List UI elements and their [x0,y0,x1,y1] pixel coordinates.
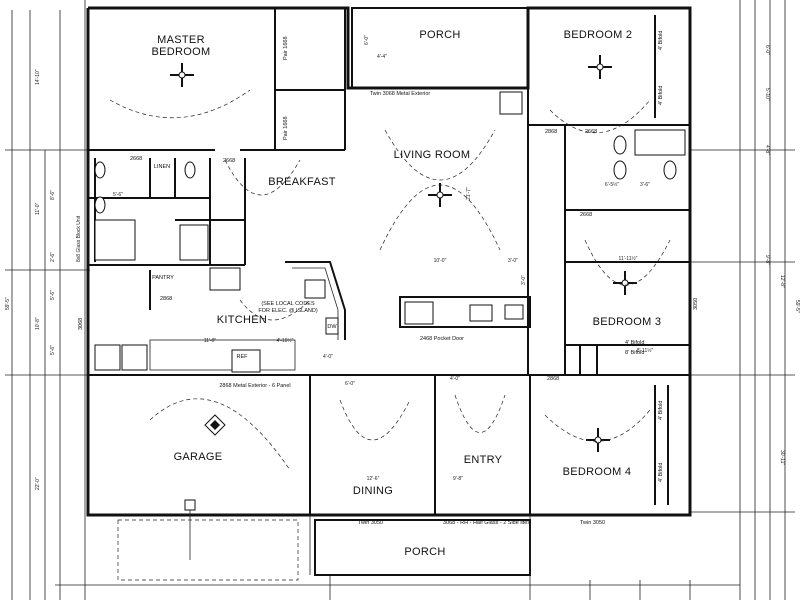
dim-right-9: 9'-8" [764,255,770,265]
dim-bath-5: 5'-6" [113,192,123,198]
note-pair-1668-a: Pair 1668 [283,36,289,60]
note-twin-metal-exterior: Twin 3068 Metal Exterior [370,91,431,97]
dim-hall-4: 4'-0" [450,376,460,382]
note-pocket-door: 2468 Pocket Door [420,336,464,342]
room-label-master-1: MASTER [157,34,205,46]
note-twin-3050-left: Twin 3050 [358,520,383,526]
ceiling-light-icon [204,414,226,436]
dim-right-12: 12'-8" [779,275,785,288]
dim-left-59: 59'-5" [5,297,11,310]
dim-left-5b: 5'-6" [50,345,56,355]
dim-left-14: 14'-10" [35,69,41,85]
room-label-master-2: BEDROOM [152,46,211,58]
dim-porch-4: 4'-4" [377,54,387,60]
note-door-3068: 3068 [78,318,84,330]
note-bifold-8: 8' Bifold [625,350,644,356]
kitchen-island [94,261,531,373]
dim-living-w: 10'-0" [434,258,447,264]
dim-living-w2: 3'-0" [508,258,518,264]
label-pantry: PANTRY [152,275,174,281]
note-metal-exterior-garage: 2868 Metal Exterior - 6 Panel [219,383,290,389]
room-label-kitchen: KITCHEN [217,314,267,326]
note-door-2668-c: 2668 [585,129,597,135]
note-door-2668-b: 2668 [223,158,235,164]
note-door-2868-b: 2868 [547,376,559,382]
room-label-porch-bottom: PORCH [404,546,445,558]
dim-left-2: 2'-6" [50,252,56,262]
note-door-2668-a: 2668 [130,156,142,162]
note-local-codes-2: FOR ELEC. @ ISLAND) [258,308,318,314]
fan-icon [170,63,194,87]
room-label-living-room: LIVING ROOM [394,149,471,161]
dim-kitchen-w2: 4'-10½" [277,337,294,344]
dim-entry-w: 9'-8" [453,476,463,482]
room-label-dining: DINING [353,485,393,497]
room-label-bedroom3: BEDROOM 3 [593,316,662,328]
glass-block-note: 8x8 Glass Block Unit [76,215,82,262]
dim-left-10: 10'-8" [35,317,41,330]
dim-bath-3: 3'-6" [640,182,650,188]
room-label-breakfast: BREAKFAST [268,176,336,188]
note-door-3050: 3050 [693,298,699,310]
note-bifold-d: 4' Bifold [658,463,664,482]
dim-hall-6: 6'-0" [345,381,355,387]
fan-icon [586,428,610,452]
note-bifold-b: 4' Bifold [658,86,664,105]
fan-icon [428,183,452,207]
note-bifold-e: 4' Bifold [625,340,644,346]
wiring-arcs [109,89,671,471]
dim-left-8: 8'-6" [50,190,56,200]
fan-icon [588,55,612,79]
note-door-2668-d: 2668 [580,212,592,218]
note-bifold-c: 4' Bifold [658,401,664,420]
dim-right-6: 6'-0" [764,45,770,55]
room-label-porch-top: PORCH [419,29,460,41]
exterior-walls [86,6,692,517]
note-door-2068: 2868 [160,296,172,302]
dimension-lines [5,0,795,600]
dim-dining-w: 12'-6" [367,476,380,482]
note-entry-door: 3068 - RH - Half Glass - 2 Side lites [443,520,530,526]
note-bifold-a: 4' Bifold [658,31,664,50]
dim-right-4: 4'-8" [764,145,770,155]
label-ref: REF [237,354,249,360]
room-label-entry: ENTRY [464,454,503,466]
dim-kitchen-w3: 4'-0" [323,354,333,360]
note-pair-1668-b: Pair 1668 [283,116,289,140]
interior-walls [88,8,690,515]
garage-door [117,499,299,581]
dim-porch-6: 6'-0" [364,35,370,45]
dim-liv-3: 3'-0" [521,275,527,285]
label-linen: LINEN [154,164,170,170]
note-door-2868-a: 2868 [545,129,557,135]
room-label-bedroom2: BEDROOM 2 [564,29,633,41]
dim-bed3-w2: 8'-11½" [637,347,654,354]
label-dw: DW [327,324,337,330]
dim-bath-6: 6'-5½" [605,181,619,188]
note-local-codes-1: (SEE LOCAL CODES [261,301,315,307]
dim-kitchen-w: 11'-0" [204,338,217,344]
room-label-bedroom4: BEDROOM 4 [563,466,632,478]
front-porch-outline [309,515,531,576]
dim-left-22: 22'-0" [35,477,41,490]
fan-icon [613,271,637,295]
dim-right-30: 30'-11" [779,450,785,465]
bath-fixtures [94,91,686,261]
dim-left-5: 5'-6" [50,290,56,300]
dim-bed3-w: 11'-11½" [619,255,638,262]
dim-left-11: 11'-0" [35,202,41,215]
dim-liv-21: 21'-7" [466,187,472,200]
ceiling-fan-icons [170,55,637,452]
dim-right-5: 5'-10" [764,88,770,101]
room-label-garage: GARAGE [174,451,223,463]
dim-right-59: 59'-5" [794,300,800,313]
note-twin-3050-right: Twin 3050 [580,520,605,526]
